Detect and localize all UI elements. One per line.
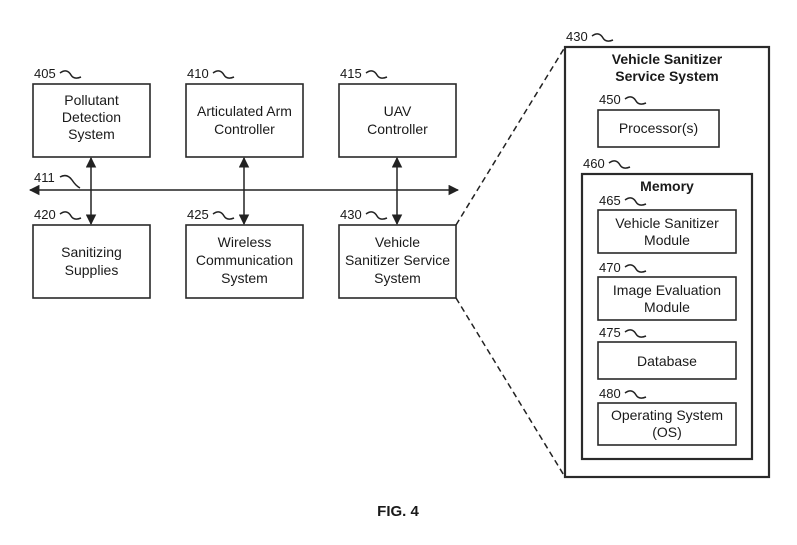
processor-block: Processor(s) [597, 109, 720, 148]
block-430-line-2: Sanitizer Service [345, 252, 450, 268]
block-410-line-1: Articulated Arm [197, 103, 292, 119]
leader-475 [624, 329, 647, 338]
block-415: UAV Controller [338, 83, 457, 158]
leader-430 [365, 211, 388, 220]
leader-480 [624, 390, 647, 399]
leader-405 [59, 70, 82, 79]
module-480-line-1: Operating System [611, 407, 723, 423]
ref-450: 450 [599, 92, 621, 107]
leader-465 [624, 197, 647, 206]
module-465: Vehicle Sanitizer Module [597, 209, 737, 254]
leader-420 [59, 211, 82, 220]
ref-425: 425 [187, 207, 209, 222]
block-415-line-1: UAV [384, 103, 412, 119]
memory-title: Memory [640, 178, 694, 194]
ref-415: 415 [340, 66, 362, 81]
detail-title-line-2: Service System [615, 68, 719, 84]
block-405-line-2: Detection [62, 109, 121, 125]
block-405-line-1: Pollutant [64, 92, 119, 108]
module-470: Image Evaluation Module [597, 276, 737, 321]
leader-411 [59, 174, 81, 189]
module-465-line-2: Module [644, 232, 690, 248]
zoom-line-bottom [455, 297, 566, 478]
leader-410 [212, 70, 235, 79]
leader-425 [212, 211, 235, 220]
block-430: Vehicle Sanitizer Service System [338, 224, 457, 299]
module-470-line-2: Module [644, 299, 690, 315]
ref-470: 470 [599, 260, 621, 275]
detail-title-line-1: Vehicle Sanitizer [612, 51, 723, 67]
ref-410: 410 [187, 66, 209, 81]
block-405-line-3: System [68, 126, 115, 142]
block-425-line-2: Communication [196, 252, 293, 268]
leader-430-detail [591, 33, 614, 42]
block-420-line-1: Sanitizing [61, 244, 122, 260]
figure-label: FIG. 4 [377, 503, 419, 520]
block-425-line-1: Wireless [218, 234, 272, 250]
module-465-line-1: Vehicle Sanitizer [615, 215, 719, 231]
ref-460: 460 [583, 156, 605, 171]
leader-415 [365, 70, 388, 79]
processor-label: Processor(s) [619, 120, 698, 136]
ref-430-detail: 430 [566, 29, 588, 44]
block-425-line-3: System [221, 270, 268, 286]
module-480-line-2: (OS) [652, 424, 682, 440]
module-475-line-1: Database [637, 353, 697, 369]
ref-480: 480 [599, 386, 621, 401]
zoom-line-top [455, 46, 566, 226]
block-410-line-2: Controller [214, 121, 275, 137]
ref-405: 405 [34, 66, 56, 81]
ref-430: 430 [340, 207, 362, 222]
block-420: Sanitizing Supplies [32, 224, 151, 299]
block-405: Pollutant Detection System [32, 83, 151, 158]
leader-460 [608, 160, 631, 169]
ref-411: 411 [34, 170, 55, 185]
module-470-line-1: Image Evaluation [613, 282, 721, 298]
ref-420: 420 [34, 207, 56, 222]
block-415-line-2: Controller [367, 121, 428, 137]
block-430-line-1: Vehicle [375, 234, 420, 250]
module-475: Database [597, 341, 737, 380]
leader-450 [624, 96, 647, 105]
leader-470 [624, 264, 647, 273]
block-410: Articulated Arm Controller [185, 83, 304, 158]
ref-475: 475 [599, 325, 621, 340]
block-420-line-2: Supplies [65, 262, 119, 278]
module-480: Operating System (OS) [597, 402, 737, 446]
ref-465: 465 [599, 193, 621, 208]
block-425: Wireless Communication System [185, 224, 304, 299]
block-430-line-3: System [374, 270, 421, 286]
